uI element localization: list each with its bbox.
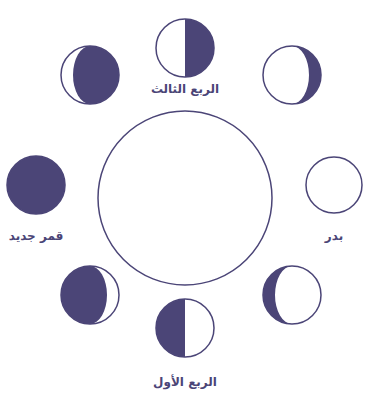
moon-first-quarter [156, 299, 214, 357]
moon-full [306, 157, 362, 213]
phase-label: بدر [325, 229, 343, 243]
moon-new [7, 156, 65, 214]
moon-waxing-gibbous [263, 266, 321, 324]
phase-label: الربع الثالث [151, 82, 219, 96]
moon-waning-crescent [61, 46, 119, 104]
phase-label: قمر جديد [9, 229, 64, 243]
moon-waning-gibbous [263, 46, 321, 104]
earth-circle [98, 111, 272, 285]
phase-label: الربع الأول [153, 375, 217, 389]
moon-waxing-crescent [61, 266, 119, 324]
moon-third-quarter [156, 19, 214, 77]
